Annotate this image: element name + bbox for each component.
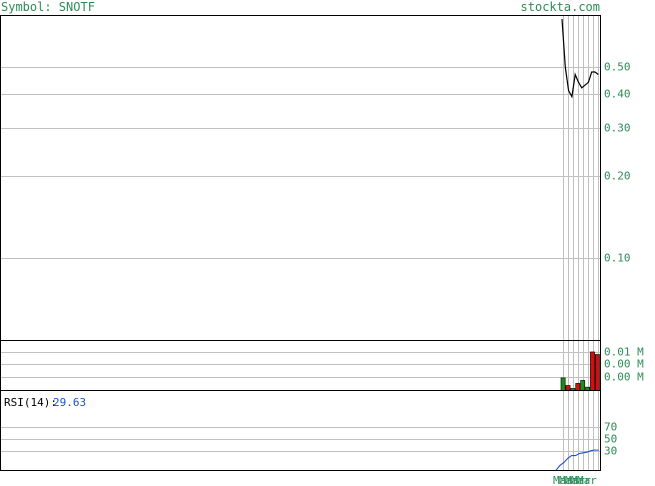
volume-panel: 0.01 M0.00 M0.00 M bbox=[0, 340, 644, 391]
rsi-line bbox=[555, 449, 599, 471]
rsi-tick-label-1: 50 bbox=[604, 433, 617, 446]
site-label: stockta.com bbox=[520, 0, 600, 14]
x-tick-label-1: Mar bbox=[559, 474, 579, 486]
price-line bbox=[561, 18, 599, 99]
volume-bar-6 bbox=[590, 351, 595, 391]
price-tick-label-1: 0.40 bbox=[604, 88, 631, 101]
price-tick-label-0: 0.50 bbox=[604, 61, 631, 74]
volume-bar-1 bbox=[565, 385, 571, 391]
volume-bar-7 bbox=[594, 354, 600, 391]
rsi-label: RSI(14): bbox=[4, 396, 57, 409]
price-frame bbox=[0, 15, 601, 341]
price-tick-label-2: 0.30 bbox=[604, 122, 631, 135]
volume-tick-label-1: 0.00 M bbox=[604, 358, 644, 371]
x-tick-label-4: Mar bbox=[577, 474, 597, 486]
volume-bar-3 bbox=[575, 383, 581, 391]
volume-bar-0 bbox=[560, 377, 566, 391]
volume-bar-4 bbox=[580, 380, 586, 391]
volume-bar-5 bbox=[585, 386, 590, 391]
symbol-label: Symbol: SNOTF bbox=[1, 0, 95, 14]
volume-frame bbox=[0, 340, 601, 391]
price-tick-label-3: 0.20 bbox=[604, 170, 631, 183]
rsi-frame bbox=[0, 390, 601, 471]
rsi-value: 29.63 bbox=[53, 396, 86, 409]
price-tick-label-4: 0.10 bbox=[604, 252, 631, 265]
x-tick-label-0: Mar bbox=[553, 474, 573, 486]
volume-tick-label-2: 0.00 M bbox=[604, 371, 644, 384]
rsi-tick-label-0: 70 bbox=[604, 421, 617, 434]
x-tick-label-2: Mar bbox=[565, 474, 585, 486]
x-tick-label-3: Mar bbox=[571, 474, 591, 486]
rsi-tick-label-2: 30 bbox=[604, 445, 617, 458]
price-panel: 0.50 0.40 0.30 0.20 0.10 bbox=[0, 15, 631, 341]
volume-tick-label-0: 0.01 M bbox=[604, 346, 644, 359]
